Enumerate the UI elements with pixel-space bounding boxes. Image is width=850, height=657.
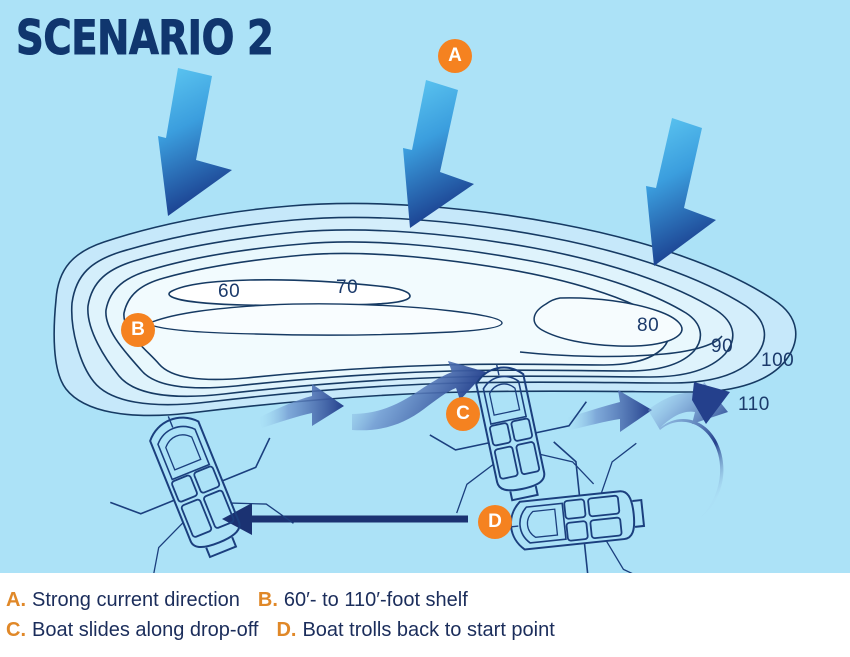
depth-contour-shelf — [53, 202, 797, 417]
depth-label-90: 90 — [711, 336, 734, 357]
legend-key-a: A. — [6, 589, 26, 611]
marker-badge-d[interactable]: D — [478, 505, 512, 539]
contour-70-inner-finger — [150, 303, 503, 336]
legend-key-b: B. — [257, 589, 278, 611]
legend-item-a: A. Strong current direction — [6, 585, 258, 615]
depth-label-70: 70 — [336, 277, 359, 298]
marker-badge-a[interactable]: A — [438, 39, 472, 73]
legend-item-b: B. 60′- to 110′-foot shelf — [258, 585, 486, 615]
legend: A. Strong current direction B. 60′- to 1… — [0, 573, 850, 657]
boat-turned — [507, 441, 652, 573]
legend-item-c: C. Boat slides along drop-off — [6, 615, 276, 645]
depth-label-60: 60 — [218, 281, 241, 302]
contour-60-left-pocket — [168, 279, 411, 307]
boat-start — [109, 416, 294, 573]
legend-row-2: C. Boat slides along drop-off D. Boat tr… — [6, 615, 850, 645]
marker-badge-b-label: B — [131, 318, 145, 340]
legend-text-b: 60′- to 110′-foot shelf — [283, 589, 468, 611]
drift-arrow-hook — [648, 382, 730, 518]
marker-badge-b[interactable]: B — [121, 313, 155, 347]
marker-badge-d-label: D — [488, 510, 502, 532]
marker-badge-a-label: A — [448, 44, 462, 66]
legend-text-a: Strong current direction — [32, 589, 240, 611]
troll-arrow — [222, 503, 468, 535]
depth-label-100: 100 — [761, 350, 795, 371]
legend-key-d: D. — [276, 619, 297, 641]
marker-badge-c[interactable]: C — [446, 397, 480, 431]
legend-text-d: Boat trolls back to start point — [302, 619, 555, 641]
contour-90-right-detail — [519, 335, 723, 358]
marker-badge-c-label: C — [456, 402, 470, 424]
current-arrow-right — [646, 118, 716, 266]
drift-arrow-2 — [352, 361, 486, 431]
legend-item-d: D. Boat trolls back to start point — [276, 615, 572, 645]
drift-arrow-1 — [258, 384, 344, 428]
legend-key-c: C. — [6, 619, 26, 641]
contour-80-right-pocket — [533, 297, 683, 347]
drift-arrow-3 — [566, 390, 652, 432]
current-arrow-center — [403, 80, 474, 228]
diagram-illustration — [53, 68, 797, 573]
boat-drifting — [429, 364, 595, 514]
current-arrow-left — [158, 68, 232, 216]
page-title: SCENARIO 2 — [16, 11, 275, 66]
depth-label-80: 80 — [637, 315, 660, 336]
legend-row-1: A. Strong current direction B. 60′- to 1… — [6, 585, 850, 615]
depth-label-110: 110 — [738, 394, 770, 415]
legend-text-c: Boat slides along drop-off — [32, 619, 259, 641]
